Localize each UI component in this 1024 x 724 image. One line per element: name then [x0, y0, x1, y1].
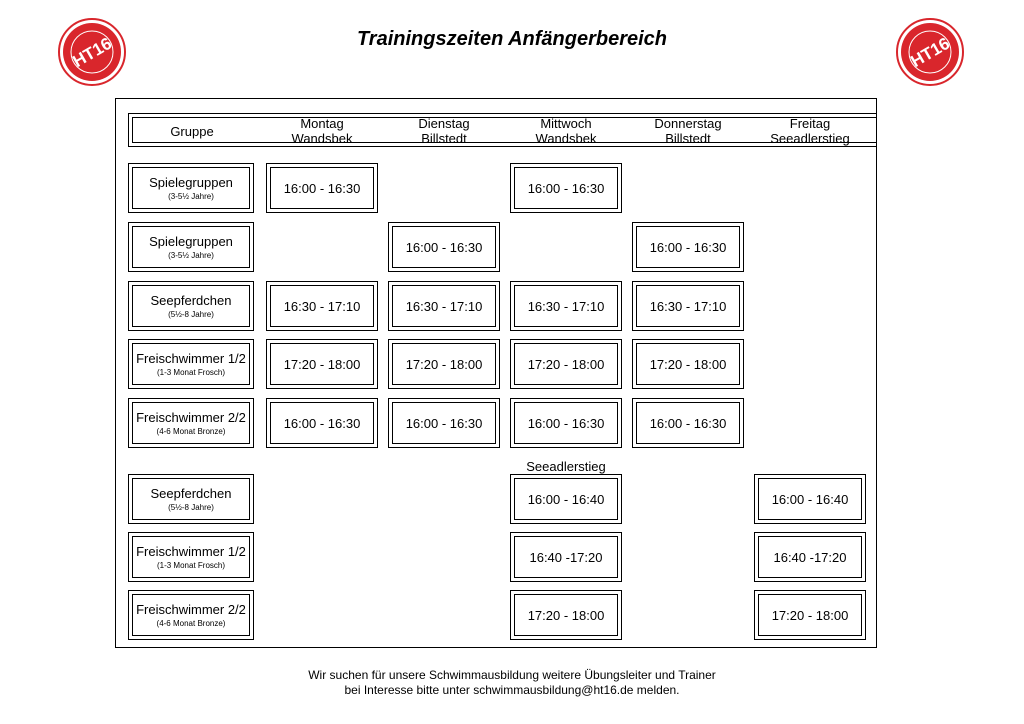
time-slot-value: 16:00 - 16:40 [527, 491, 605, 507]
group-cell: Spielegruppen (3-5½ Jahre) [128, 222, 254, 272]
time-slot-value: 17:20 - 18:00 [405, 356, 483, 372]
group-subtitle: (1-3 Monat Frosch) [156, 367, 226, 377]
time-slot-value: 16:00 - 16:40 [771, 491, 849, 507]
group-cell: Freischwimmer 2/2 (4-6 Monat Bronze) [128, 398, 254, 448]
group-subtitle: (3-5½ Jahre) [168, 191, 214, 201]
time-slot: 16:00 - 16:30 [266, 163, 378, 213]
ht16-logo-icon: HT16 [58, 18, 126, 86]
time-slot: 16:30 - 17:10 [510, 281, 622, 331]
group-cell: Spielegruppen (3-5½ Jahre) [128, 163, 254, 213]
time-slot-value: 17:20 - 18:00 [649, 356, 727, 372]
group-name: Freischwimmer 2/2 [136, 601, 246, 617]
group-cell: Freischwimmer 1/2 (1-3 Monat Frosch) [128, 339, 254, 389]
time-slot-value: 16:00 - 16:30 [405, 415, 483, 431]
time-slot-value: 16:00 - 16:30 [649, 239, 727, 255]
time-slot: 16:30 - 17:10 [266, 281, 378, 331]
time-slot-value: 16:00 - 16:30 [283, 180, 361, 196]
time-slot: 16:00 - 16:30 [632, 398, 744, 448]
time-slot-value: 16:30 - 17:10 [405, 298, 483, 314]
group-name: Spielegruppen [149, 174, 233, 190]
time-slot: 17:20 - 18:00 [632, 339, 744, 389]
group-cell: Freischwimmer 2/2 (4-6 Monat Bronze) [128, 590, 254, 640]
time-slot: 16:00 - 16:30 [388, 398, 500, 448]
group-name: Seepferdchen [150, 292, 232, 308]
time-slot-value: 17:20 - 18:00 [527, 356, 605, 372]
time-slot-value: 16:00 - 16:30 [527, 415, 605, 431]
time-slot-value: 16:00 - 16:30 [527, 180, 605, 196]
time-slot-value: 16:30 - 17:10 [649, 298, 727, 314]
group-subtitle: (4-6 Monat Bronze) [156, 426, 226, 436]
group-name: Spielegruppen [149, 233, 233, 249]
time-slot: 17:20 - 18:00 [266, 339, 378, 389]
time-slot: 17:20 - 18:00 [754, 590, 866, 640]
ht16-logo-icon: HT16 [896, 18, 964, 86]
time-slot: 17:20 - 18:00 [510, 590, 622, 640]
time-slot: 16:00 - 16:30 [510, 398, 622, 448]
group-subtitle: (5½-8 Jahre) [168, 502, 214, 512]
time-slot-value: 16:40 -17:20 [529, 549, 603, 565]
time-slot: 16:00 - 16:30 [632, 222, 744, 272]
time-slot: 16:40 -17:20 [510, 532, 622, 582]
group-name: Freischwimmer 2/2 [136, 409, 246, 425]
group-cell: Freischwimmer 1/2 (1-3 Monat Frosch) [128, 532, 254, 582]
time-slot-value: 16:30 - 17:10 [283, 298, 361, 314]
time-slot: 16:30 - 17:10 [388, 281, 500, 331]
time-slot: 16:00 - 16:30 [266, 398, 378, 448]
time-slot-value: 16:00 - 16:30 [405, 239, 483, 255]
time-slot: 17:20 - 18:00 [388, 339, 500, 389]
header-group: Gruppe [170, 123, 214, 139]
time-slot: 16:00 - 16:30 [388, 222, 500, 272]
page-title: Trainingszeiten Anfängerbereich [356, 28, 668, 50]
time-slot-value: 17:20 - 18:00 [527, 607, 605, 623]
header-bar [128, 113, 876, 147]
time-slot-value: 16:00 - 16:30 [283, 415, 361, 431]
time-slot: 16:30 - 17:10 [632, 281, 744, 331]
time-slot-value: 16:40 -17:20 [773, 549, 847, 565]
time-slot-value: 17:20 - 18:00 [283, 356, 361, 372]
group-cell: Seepferdchen (5½-8 Jahre) [128, 281, 254, 331]
footer-note: Wir suchen für unsere Schwimmausbildung … [0, 668, 1024, 698]
group-subtitle: (1-3 Monat Frosch) [156, 560, 226, 570]
time-slot: 17:20 - 18:00 [510, 339, 622, 389]
section-label-seeadlerstieg: Seeadlerstieg [526, 459, 606, 474]
group-subtitle: (5½-8 Jahre) [168, 309, 214, 319]
schedule-frame [115, 98, 877, 648]
group-subtitle: (3-5½ Jahre) [168, 250, 214, 260]
group-cell: Seepferdchen (5½-8 Jahre) [128, 474, 254, 524]
group-name: Seepferdchen [150, 485, 232, 501]
time-slot-value: 17:20 - 18:00 [771, 607, 849, 623]
time-slot-value: 16:00 - 16:30 [649, 415, 727, 431]
time-slot: 16:00 - 16:40 [754, 474, 866, 524]
footer-line-2: bei Interesse bitte unter schwimmausbild… [344, 683, 680, 697]
group-subtitle: (4-6 Monat Bronze) [156, 618, 226, 628]
group-name: Freischwimmer 1/2 [136, 543, 246, 559]
time-slot: 16:40 -17:20 [754, 532, 866, 582]
time-slot: 16:00 - 16:30 [510, 163, 622, 213]
group-name: Freischwimmer 1/2 [136, 350, 246, 366]
footer-line-1: Wir suchen für unsere Schwimmausbildung … [308, 668, 716, 682]
time-slot-value: 16:30 - 17:10 [527, 298, 605, 314]
time-slot: 16:00 - 16:40 [510, 474, 622, 524]
